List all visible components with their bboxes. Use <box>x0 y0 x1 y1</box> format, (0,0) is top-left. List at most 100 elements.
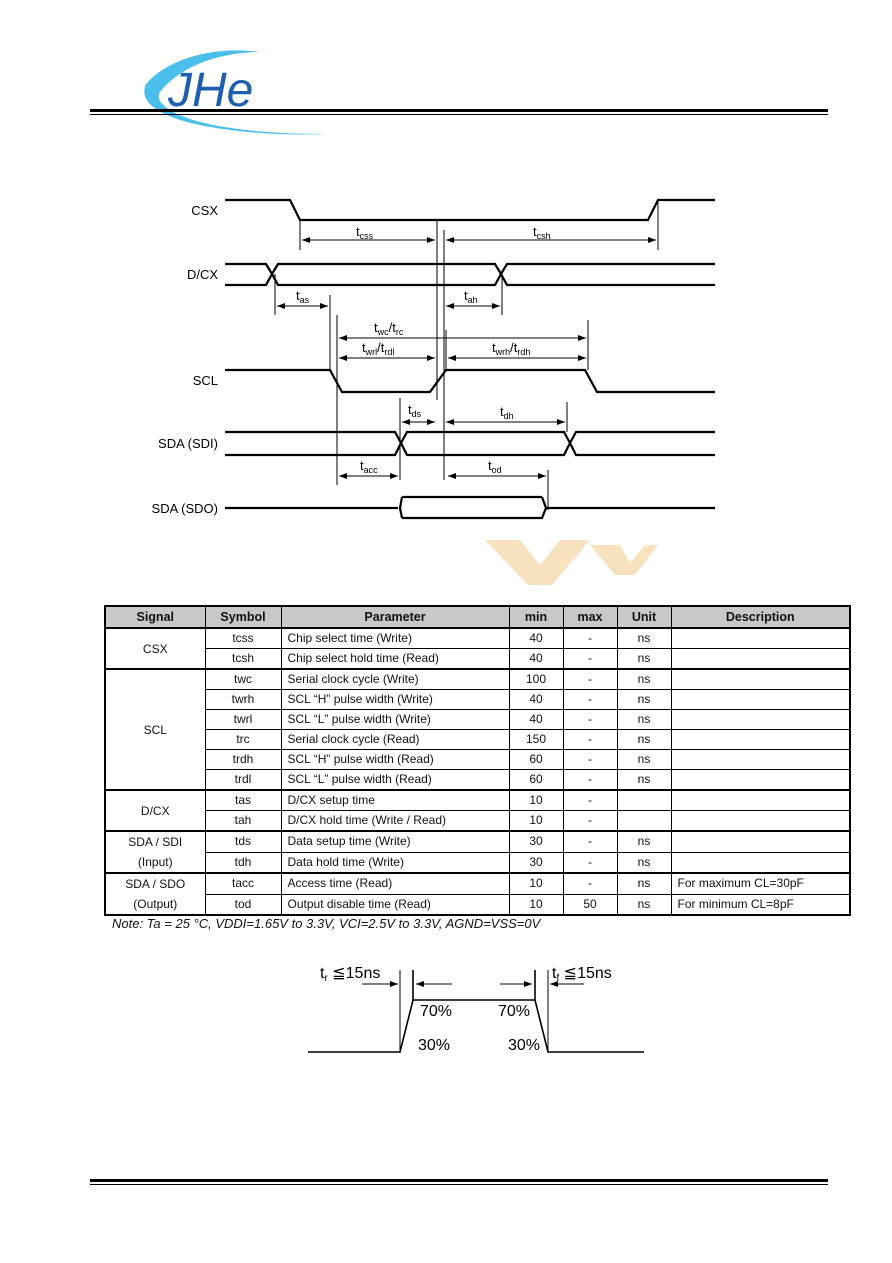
unit-cell: ns <box>616 648 672 670</box>
label-tacc: tacc <box>360 458 378 475</box>
min-cell: 10 <box>508 789 564 811</box>
description-cell <box>670 668 851 690</box>
description-cell <box>670 789 851 811</box>
col-max: max <box>562 605 618 629</box>
unit-cell <box>616 810 672 832</box>
max-cell: - <box>562 689 618 710</box>
min-cell: 10 <box>508 872 564 895</box>
symbol-cell: trc <box>204 729 282 750</box>
label-tcsh: tcsh <box>533 224 551 241</box>
unit-cell: ns <box>616 668 672 690</box>
unit-cell: ns <box>616 769 672 791</box>
max-cell: - <box>562 668 618 690</box>
label-tcss: tcss <box>356 224 374 241</box>
header-rule-thin <box>90 114 828 115</box>
parameter-cell: Access time (Read) <box>280 872 510 895</box>
signal-cell: CSX <box>104 627 206 670</box>
signal-name: (Output) <box>133 897 178 911</box>
max-cell: - <box>562 872 618 895</box>
rise-70-label: 70% <box>420 1003 452 1020</box>
description-cell <box>670 689 851 710</box>
symbol-cell: tah <box>204 810 282 832</box>
description-cell <box>670 729 851 750</box>
parameter-cell: Serial clock cycle (Read) <box>280 729 510 750</box>
description-cell <box>670 648 851 670</box>
signal-cell: D/CX <box>104 789 206 832</box>
min-cell: 10 <box>508 810 564 832</box>
unit-cell: ns <box>616 749 672 770</box>
unit-cell: ns <box>616 893 672 916</box>
signal-scl: SCL <box>193 373 218 388</box>
parameter-cell: Chip select hold time (Read) <box>280 648 510 670</box>
signal-name: CSX <box>142 641 168 656</box>
max-cell: - <box>562 830 618 853</box>
signal-name: SCL <box>143 722 167 737</box>
min-cell: 40 <box>508 627 564 649</box>
serial-timing-diagram: CSX D/CX SCL SDA (SDI) SDA (SDO) tcss tc… <box>152 198 715 520</box>
max-cell: - <box>562 709 618 730</box>
symbol-cell: tcsh <box>204 648 282 670</box>
timing-characteristics-table: Signal Symbol Parameter min max Unit Des… <box>104 605 851 916</box>
label-tod: tod <box>488 458 502 475</box>
csx-waveform <box>225 198 715 222</box>
company-logo: JHe <box>144 50 326 135</box>
description-cell <box>670 810 851 832</box>
signal-dcx: D/CX <box>187 267 218 282</box>
description-cell <box>670 851 851 874</box>
min-cell: 40 <box>508 709 564 730</box>
rise-fall-diagram: tr ≦15ns tf ≦15ns 70% 70% 30% 30% <box>308 965 644 1054</box>
signal-name: (Input) <box>137 855 173 869</box>
label-twc-trc: twc/trc <box>374 320 404 337</box>
min-cell: 40 <box>508 689 564 710</box>
symbol-cell: tdh <box>204 851 282 874</box>
scl-waveform <box>225 368 715 394</box>
signal-name: SDA / SDO <box>125 877 186 891</box>
max-cell: - <box>562 627 618 649</box>
label-twrh-trdh: twrh/trdh <box>492 340 530 357</box>
table-header-row: Signal Symbol Parameter min max Unit Des… <box>104 605 851 629</box>
symbol-cell: tas <box>204 789 282 811</box>
description-cell: For maximum CL=30pF <box>670 872 851 895</box>
max-cell: - <box>562 851 618 874</box>
col-unit: Unit <box>616 605 672 629</box>
symbol-cell: trdh <box>204 749 282 770</box>
col-signal: Signal <box>104 605 206 629</box>
signal-name: D/CX <box>140 803 170 818</box>
fall-70-label: 70% <box>498 1003 530 1020</box>
sdo-waveform <box>225 495 715 520</box>
parameter-cell: SCL “L” pulse width (Write) <box>280 709 510 730</box>
fall-30-label: 30% <box>508 1037 540 1054</box>
min-cell: 30 <box>508 830 564 853</box>
unit-cell: ns <box>616 872 672 895</box>
label-tdh: tdh <box>500 404 514 421</box>
unit-cell <box>616 789 672 811</box>
label-tds: tds <box>408 402 422 419</box>
signal-sda-sdo: SDA (SDO) <box>152 501 218 516</box>
watermark-graphic <box>485 540 658 585</box>
col-parameter: Parameter <box>280 605 510 629</box>
max-cell: - <box>562 810 618 832</box>
symbol-cell: tacc <box>204 872 282 895</box>
min-cell: 60 <box>508 769 564 791</box>
unit-cell: ns <box>616 729 672 750</box>
unit-cell: ns <box>616 627 672 649</box>
parameter-cell: SCL “H” pulse width (Write) <box>280 689 510 710</box>
signal-cell: SCL <box>104 668 206 791</box>
footer-rule-thin <box>90 1184 828 1185</box>
symbol-cell: trdl <box>204 769 282 791</box>
unit-cell: ns <box>616 851 672 874</box>
parameter-cell: Data setup time (Write) <box>280 830 510 853</box>
sdi-waveform <box>225 430 715 457</box>
tf-label: tf ≦15ns <box>552 965 612 984</box>
symbol-cell: twc <box>204 668 282 690</box>
max-cell: - <box>562 789 618 811</box>
label-twrl-trdl: twrl/trdl <box>362 340 394 357</box>
max-cell: - <box>562 749 618 770</box>
footer-rule <box>90 1179 828 1182</box>
